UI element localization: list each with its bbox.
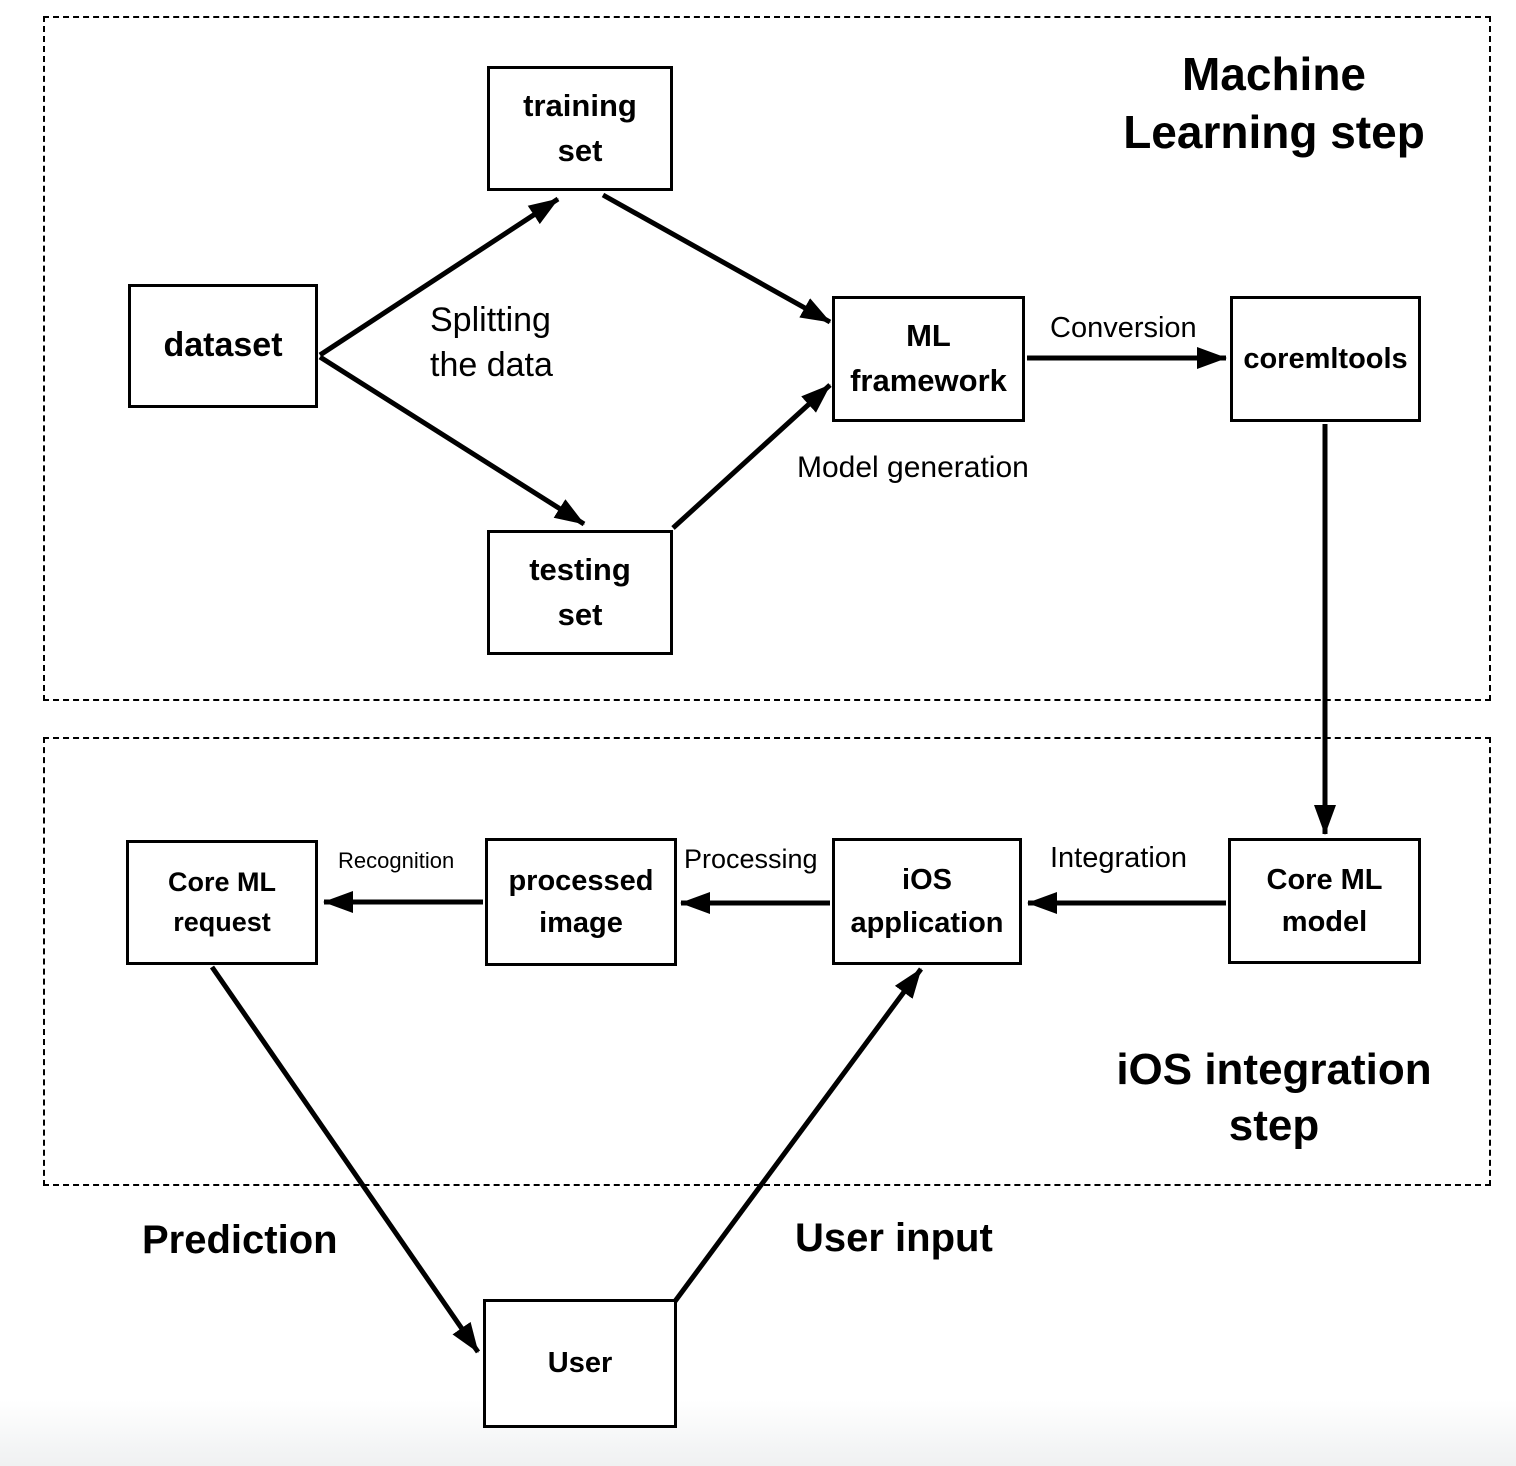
- edge-core-ml-request-to-user: [209, 965, 481, 1354]
- node-label: User: [547, 1347, 613, 1380]
- node-label: set: [557, 596, 603, 632]
- node-training-set: training set: [487, 66, 673, 191]
- edge-label-model-generation: Model generation: [797, 451, 1029, 484]
- node-user: User: [483, 1299, 677, 1428]
- edge-label-line: Splitting: [430, 301, 551, 339]
- node-label: Core ML: [1266, 863, 1383, 896]
- edge-label-recognition: Recognition: [338, 848, 455, 873]
- node-label: ML: [906, 318, 951, 354]
- node-core-ml-request: Core ML request: [126, 840, 318, 965]
- title-line: Learning step: [1123, 105, 1425, 158]
- node-label: image: [539, 907, 623, 939]
- edge-label-splitting-the-data: Splitting the data: [430, 298, 553, 388]
- node-label: coremltools: [1243, 342, 1408, 375]
- node-ml-framework: ML framework: [832, 296, 1025, 422]
- node-label: model: [1281, 906, 1368, 938]
- edge-training-set-to-ml-framework: [601, 192, 832, 325]
- node-label: set: [557, 132, 603, 168]
- node-label: iOS: [902, 864, 952, 897]
- edge-testing-set-to-ml-framework: [671, 383, 832, 530]
- edge-label-user-input: User input: [795, 1216, 993, 1260]
- node-processed-image: processed image: [485, 838, 677, 966]
- edge-dataset-to-training-set: [318, 196, 560, 358]
- node-label: processed: [508, 864, 654, 897]
- machine-learning-step-title: Machine Learning step: [1058, 46, 1490, 162]
- edge-label-processing: Processing: [684, 844, 818, 874]
- node-label: dataset: [163, 326, 283, 365]
- node-ios-application: iOS application: [832, 838, 1022, 965]
- node-label: testing: [529, 551, 631, 587]
- window-bottom-strip: [0, 1400, 1516, 1466]
- node-label: request: [173, 906, 271, 937]
- node-core-ml-model: Core ML model: [1228, 838, 1421, 964]
- node-coremltools: coremltools: [1230, 296, 1421, 422]
- title-line: step: [1228, 1101, 1320, 1151]
- edge-label-conversion: Conversion: [1050, 312, 1197, 344]
- edge-dataset-to-testing-set: [318, 354, 586, 527]
- node-label: application: [850, 906, 1004, 939]
- node-label: framework: [850, 363, 1007, 398]
- node-testing-set: testing set: [487, 530, 673, 655]
- machine-learning-step-region: [43, 16, 1491, 701]
- edge-label-prediction: Prediction: [142, 1218, 338, 1262]
- title-line: iOS integration: [1116, 1045, 1432, 1094]
- ios-integration-step-region: [43, 737, 1491, 1186]
- edge-label-line: the data: [430, 345, 553, 384]
- edge-label-integration: Integration: [1050, 842, 1188, 874]
- edge-user-to-ios-application: [670, 967, 924, 1306]
- node-label: training: [523, 87, 637, 123]
- title-line: Machine: [1181, 48, 1367, 100]
- node-dataset: dataset: [128, 284, 318, 408]
- node-label: Core ML: [168, 867, 276, 898]
- ios-integration-step-title: iOS integration step: [1058, 1042, 1490, 1155]
